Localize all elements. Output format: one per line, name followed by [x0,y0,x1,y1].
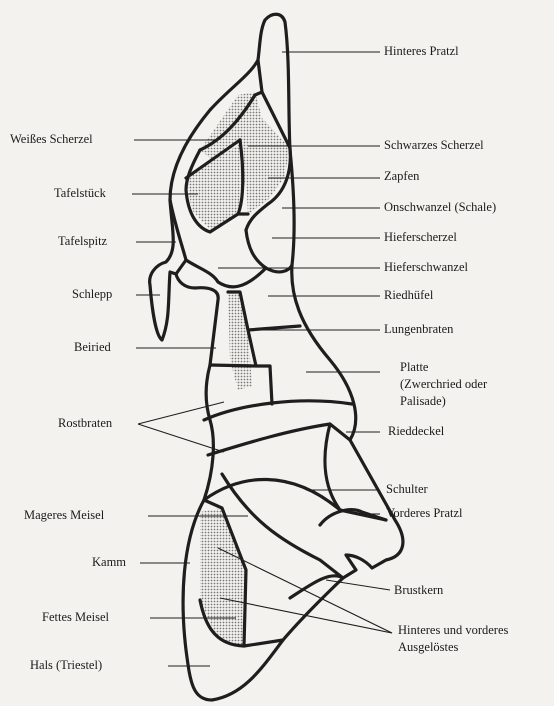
label-rieddeckel: Rieddeckel [388,423,444,440]
label-ausgeloestes-line-2: Ausgelöstes [398,639,508,656]
label-lungenbraten: Lungenbraten [384,321,453,338]
label-brustkern: Brustkern [394,582,443,599]
label-hinteres-pratzl: Hinteres Pratzl [384,43,459,60]
outline-strokes [150,14,403,700]
label-hals: Hals (Triestel) [30,657,102,674]
label-platte: Platte (Zwerchried oder Palisade) [400,359,487,410]
label-rostbraten: Rostbraten [58,415,112,432]
label-vorderes-pratzl: Vorderes Pratzl [386,505,462,522]
label-schulter: Schulter [386,481,428,498]
label-fettes-meisel: Fettes Meisel [42,609,109,626]
label-riedhuefel: Riedhüfel [384,287,433,304]
label-platte-line-2: (Zwerchried oder [400,376,487,393]
label-schwarzes-scherzel: Schwarzes Scherzel [384,137,484,154]
label-ausgeloestes: Hinteres und vorderes Ausgelöstes [398,622,508,656]
label-beiried: Beiried [74,339,111,356]
label-schlepp: Schlepp [72,286,112,303]
label-hieferschwanzel: Hieferschwanzel [384,259,468,276]
stippled-areas [186,92,290,646]
label-zapfen: Zapfen [384,168,419,185]
label-platte-line-1: Platte [400,359,487,376]
label-tafelspitz: Tafelspitz [58,233,107,250]
label-platte-line-3: Palisade) [400,393,487,410]
label-weisses-scherzel: Weißes Scherzel [10,131,93,148]
label-ausgeloestes-line-1: Hinteres und vorderes [398,622,508,639]
label-kamm: Kamm [92,554,126,571]
lungenbraten-shade [228,292,252,390]
label-onschwanzel: Onschwanzel (Schale) [384,199,496,216]
label-hieferscherzel: Hieferscherzel [384,229,457,246]
label-mageres-meisel: Mageres Meisel [24,507,104,524]
label-tafelstueck: Tafelstück [54,185,106,202]
